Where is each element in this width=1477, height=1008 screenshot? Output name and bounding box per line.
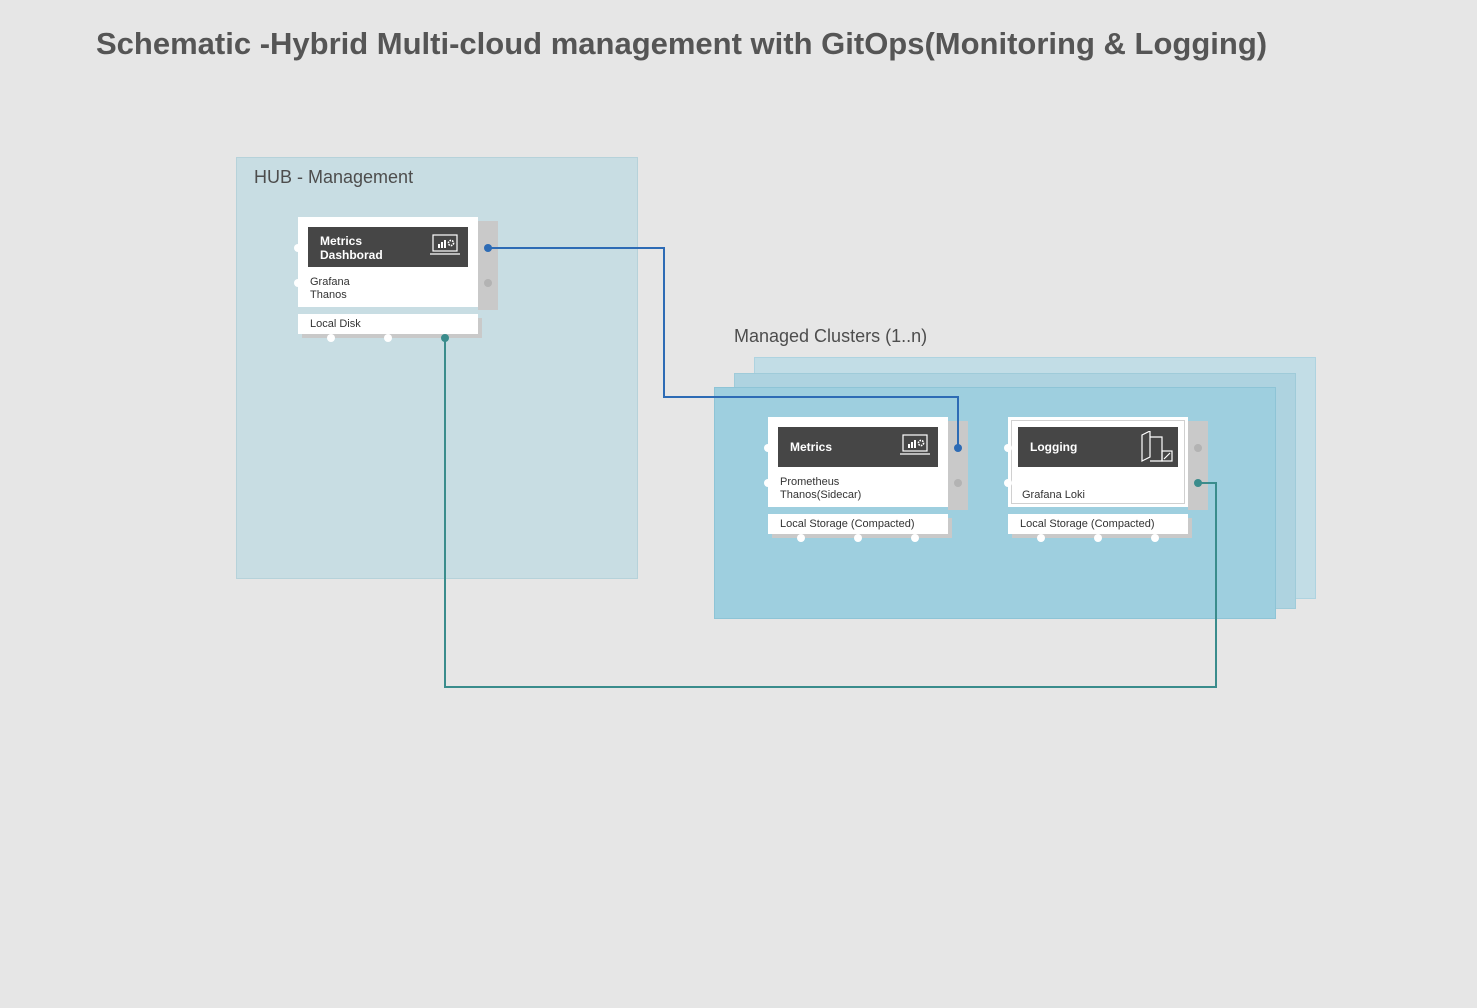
output-port[interactable] (1194, 444, 1202, 452)
dashboard-monitor-icon (430, 234, 460, 255)
hub-region-label: HUB - Management (254, 167, 414, 187)
metrics-link-source-port[interactable] (484, 244, 492, 252)
node-header: Metrics (778, 427, 938, 467)
storage-port[interactable] (797, 534, 805, 542)
input-port[interactable] (294, 244, 302, 252)
node-header: Logging (1018, 427, 1178, 467)
storage-port[interactable] (1094, 534, 1102, 542)
node-title: Metrics (790, 440, 833, 454)
dashboard-monitor-icon (900, 434, 930, 455)
storage-port[interactable] (1151, 534, 1159, 542)
logging-link (444, 338, 1217, 688)
node-title: Logging (1030, 440, 1078, 454)
node-header: Metrics Dashborad (308, 227, 468, 267)
node-description: Grafana Loki (1022, 489, 1085, 501)
storage-port[interactable] (911, 534, 919, 542)
metrics-link-target-port[interactable] (954, 444, 962, 452)
input-port[interactable] (764, 479, 772, 487)
managed-clusters-label: Managed Clusters (1..n) (734, 326, 928, 346)
logging-local-storage[interactable]: Local Storage (Compacted) (1008, 514, 1188, 534)
storage-port[interactable] (384, 334, 392, 342)
metrics-node-side-panel (948, 421, 968, 510)
input-port[interactable] (764, 444, 772, 452)
metrics-dashboard-node[interactable]: Metrics Dashborad Grafana Thanos (298, 217, 478, 307)
logging-node[interactable]: Logging Grafana Loki (1008, 417, 1188, 507)
input-port[interactable] (1004, 479, 1012, 487)
storage-port[interactable] (1037, 534, 1045, 542)
diagram-title: Schematic -Hybrid Multi-cloud management… (96, 26, 1268, 61)
log-document-icon (1141, 431, 1173, 462)
output-port[interactable] (484, 279, 492, 287)
input-port[interactable] (1004, 444, 1012, 452)
metrics-local-storage[interactable]: Local Storage (Compacted) (768, 514, 948, 534)
output-port[interactable] (954, 479, 962, 487)
node-description: Prometheus Thanos(Sidecar) (780, 476, 862, 501)
storage-port[interactable] (327, 334, 335, 342)
logging-link-source-port[interactable] (1194, 479, 1202, 487)
logging-node-side-panel (1188, 421, 1208, 510)
storage-port[interactable] (854, 534, 862, 542)
metrics-link (488, 247, 959, 448)
metrics-node[interactable]: Metrics Prometheus Thanos(Sidecar) (768, 417, 948, 507)
node-description: Grafana Thanos (310, 276, 350, 301)
node-title: Metrics Dashborad (320, 234, 383, 262)
local-disk-storage[interactable]: Local Disk (298, 314, 478, 334)
hub-node-side-panel (478, 221, 498, 310)
input-port[interactable] (294, 279, 302, 287)
logging-link-target-port[interactable] (441, 334, 449, 342)
